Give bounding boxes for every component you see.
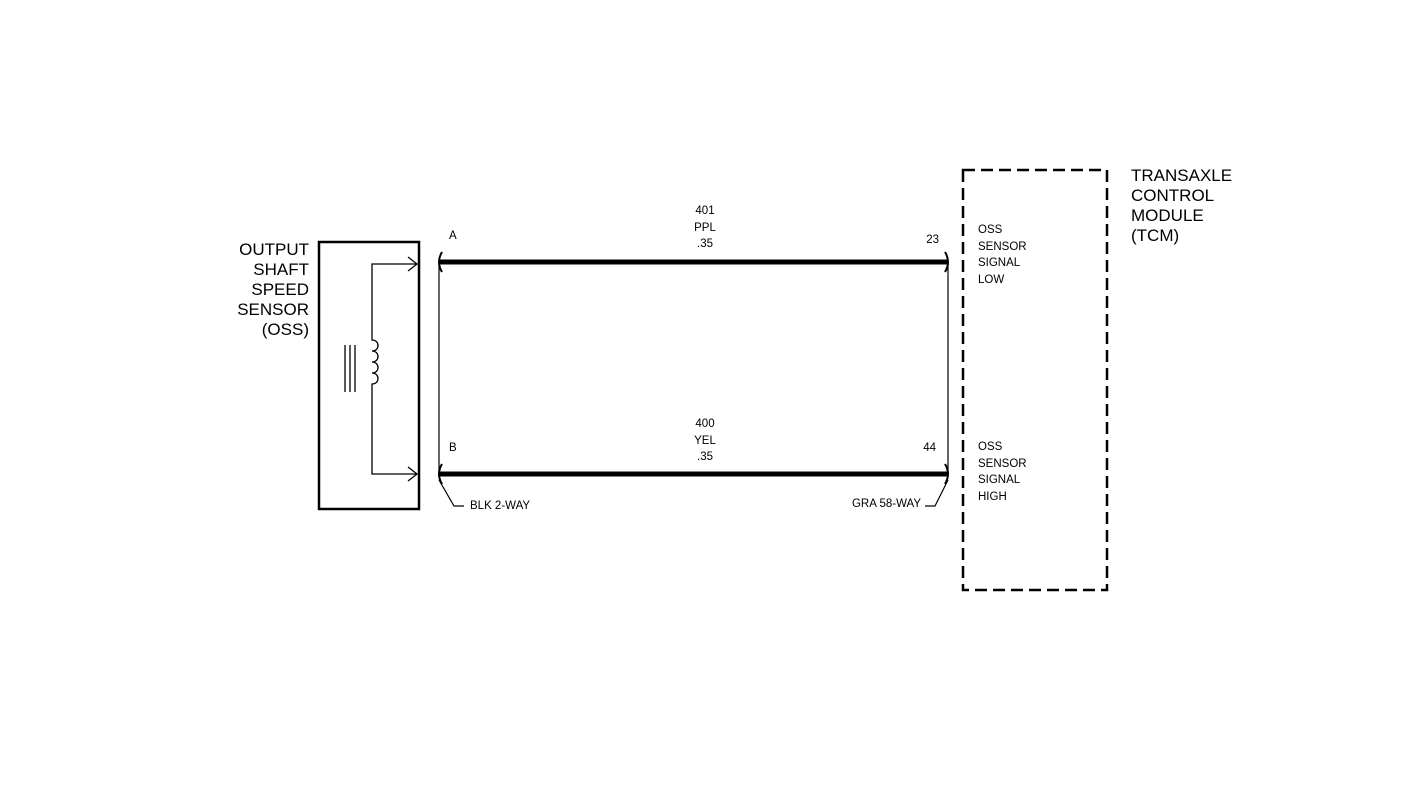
wire-color: YEL	[694, 434, 716, 447]
sensor-pin-a: A	[449, 230, 457, 242]
module-pin-44: 44	[923, 442, 936, 454]
connector-terminal-marks	[438, 251, 949, 485]
sensor-core-icon	[344, 345, 356, 392]
circuit-number: 401	[695, 205, 715, 217]
sensor-connector-label: BLK 2-WAY	[470, 500, 531, 512]
module-name: TRANSAXLE CONTROL MODULE (TCM)	[1131, 166, 1233, 245]
wire-gauge: .35	[697, 238, 713, 250]
wire-gauge: .35	[697, 451, 713, 463]
signal-low-label: OSS SENSOR SIGNAL LOW	[978, 224, 1027, 286]
connector-callout-leaders	[438, 479, 949, 507]
tcm-box	[961, 168, 1109, 592]
wire-401-label: 401 PPL .35	[680, 203, 730, 253]
sensor-internal-leads	[371, 263, 417, 475]
sensor-box	[317, 240, 421, 511]
sensor-name: OUTPUT SHAFT SPEED SENSOR (OSS)	[237, 240, 309, 339]
module-connector-label: GRA 58-WAY	[851, 498, 921, 510]
module-pin-23: 23	[926, 234, 939, 246]
signal-high-label: OSS SENSOR SIGNAL HIGH	[978, 441, 1027, 503]
sensor-coil-icon	[371, 332, 379, 392]
terminal-arrow-icon	[407, 256, 419, 482]
circuit-number: 400	[695, 418, 715, 430]
sensor-pin-b: B	[449, 442, 457, 454]
connector-outline	[438, 262, 949, 474]
wire-color: PPL	[694, 221, 716, 234]
wire-400-label: 400 YEL .35	[680, 416, 730, 466]
